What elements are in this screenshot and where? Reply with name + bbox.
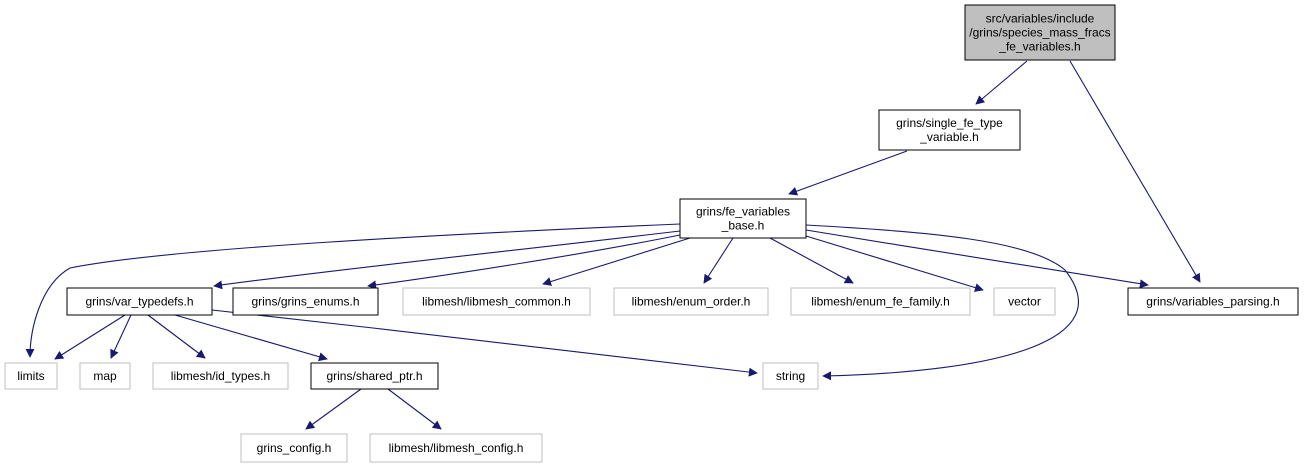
edge-fe_base-to-limits [25, 223, 681, 358]
node-shared_ptr[interactable]: grins/shared_ptr.h [310, 362, 439, 390]
edge-fe_base-to-enum_order [703, 237, 734, 284]
node-label-map-0: map [93, 369, 117, 383]
node-label-root-0: src/variables/include [986, 12, 1095, 26]
node-label-var_typedefs-0: grins/var_typedefs.h [85, 295, 193, 309]
node-box-string [762, 362, 819, 390]
node-var_parsing[interactable]: grins/variables_parsing.h [1127, 287, 1299, 316]
edge-fe_base-to-libmesh_common [542, 237, 691, 286]
node-label-id_types-0: libmesh/id_types.h [171, 369, 270, 383]
node-map: map [79, 362, 131, 390]
node-label-root-1: /grins/species_mass_fracs [969, 26, 1110, 40]
node-box-id_types [152, 362, 289, 390]
node-label-root-2: _fe_variables.h [998, 40, 1080, 54]
edge-fe_base-to-string [805, 224, 1079, 381]
node-box-libmesh_config [369, 433, 543, 463]
node-label-grins_enums-0: grins/grins_enums.h [251, 295, 359, 309]
node-enum_fe_family: libmesh/enum_fe_family.h [790, 287, 971, 316]
node-label-enum_fe_family-0: libmesh/enum_fe_family.h [811, 295, 950, 309]
node-grins_enums[interactable]: grins/grins_enums.h [232, 287, 379, 316]
node-box-enum_order [613, 287, 769, 316]
node-box-vector [993, 287, 1056, 316]
edge-shared_ptr-to-libmesh_config [387, 388, 442, 430]
node-box-var_typedefs [66, 287, 213, 316]
node-label-fe_base-1: _base.h [721, 219, 765, 233]
edge-root-to-var_parsing [1069, 60, 1201, 283]
edge-var_typedefs-to-map [110, 314, 132, 359]
node-label-string-0: string [776, 369, 805, 383]
edge-var_typedefs-to-limits [54, 314, 126, 360]
node-fe_base[interactable]: grins/fe_variables_base.h [679, 198, 807, 239]
node-box-grins_enums [232, 287, 379, 316]
node-box-root [964, 4, 1116, 61]
node-box-fe_base [679, 198, 807, 239]
edge-layer [25, 60, 1201, 430]
node-box-libmesh_common [402, 287, 591, 316]
edge-fe_base-to-var_parsing [805, 229, 1149, 289]
node-box-limits [4, 362, 58, 390]
edge-shared_ptr-to-grins_config [305, 388, 362, 430]
node-label-vector-0: vector [1008, 295, 1041, 309]
edge-fe_base-to-grins_enums [367, 234, 681, 290]
edge-var_typedefs-to-shared_ptr [174, 314, 328, 362]
node-label-single_fe-1: _variable.h [919, 130, 979, 144]
node-grins_config: grins_config.h [240, 433, 348, 463]
node-label-shared_ptr-0: grins/shared_ptr.h [326, 369, 422, 383]
node-box-shared_ptr [310, 362, 439, 390]
node-vector: vector [993, 287, 1056, 316]
edge-fe_base-to-enum_fe_family [769, 237, 854, 284]
node-label-limits-0: limits [17, 369, 44, 383]
node-label-libmesh_common-0: libmesh/libmesh_common.h [422, 295, 571, 309]
edge-fe_base-to-vector [805, 235, 984, 292]
node-box-var_parsing [1127, 287, 1299, 316]
node-label-grins_config-0: grins_config.h [257, 441, 332, 455]
node-limits: limits [4, 362, 58, 390]
node-var_typedefs[interactable]: grins/var_typedefs.h [66, 287, 213, 316]
node-id_types: libmesh/id_types.h [152, 362, 289, 390]
node-label-fe_base-0: grins/fe_variables [696, 205, 790, 219]
node-layer: src/variables/include/grins/species_mass… [4, 4, 1299, 463]
edge-var_typedefs-to-string [211, 309, 758, 377]
node-box-single_fe [878, 109, 1021, 151]
node-root[interactable]: src/variables/include/grins/species_mass… [964, 4, 1116, 61]
node-box-map [79, 362, 131, 390]
node-string: string [762, 362, 819, 390]
node-box-enum_fe_family [790, 287, 971, 316]
node-label-enum_order-0: libmesh/enum_order.h [632, 295, 751, 309]
node-label-single_fe-0: grins/single_fe_type [896, 116, 1003, 130]
node-box-grins_config [240, 433, 348, 463]
edge-single_fe-to-fe_base [788, 150, 908, 196]
node-label-var_parsing-0: grins/variables_parsing.h [1146, 295, 1279, 309]
edge-var_typedefs-to-id_types [147, 314, 206, 359]
node-enum_order: libmesh/enum_order.h [613, 287, 769, 316]
edge-fe_base-to-var_typedefs [213, 230, 681, 290]
node-libmesh_common: libmesh/libmesh_common.h [402, 287, 591, 316]
edge-root-to-single_fe [975, 60, 1028, 105]
node-libmesh_config: libmesh/libmesh_config.h [369, 433, 543, 463]
node-single_fe[interactable]: grins/single_fe_type_variable.h [878, 109, 1021, 151]
node-label-libmesh_config-0: libmesh/libmesh_config.h [389, 441, 524, 455]
